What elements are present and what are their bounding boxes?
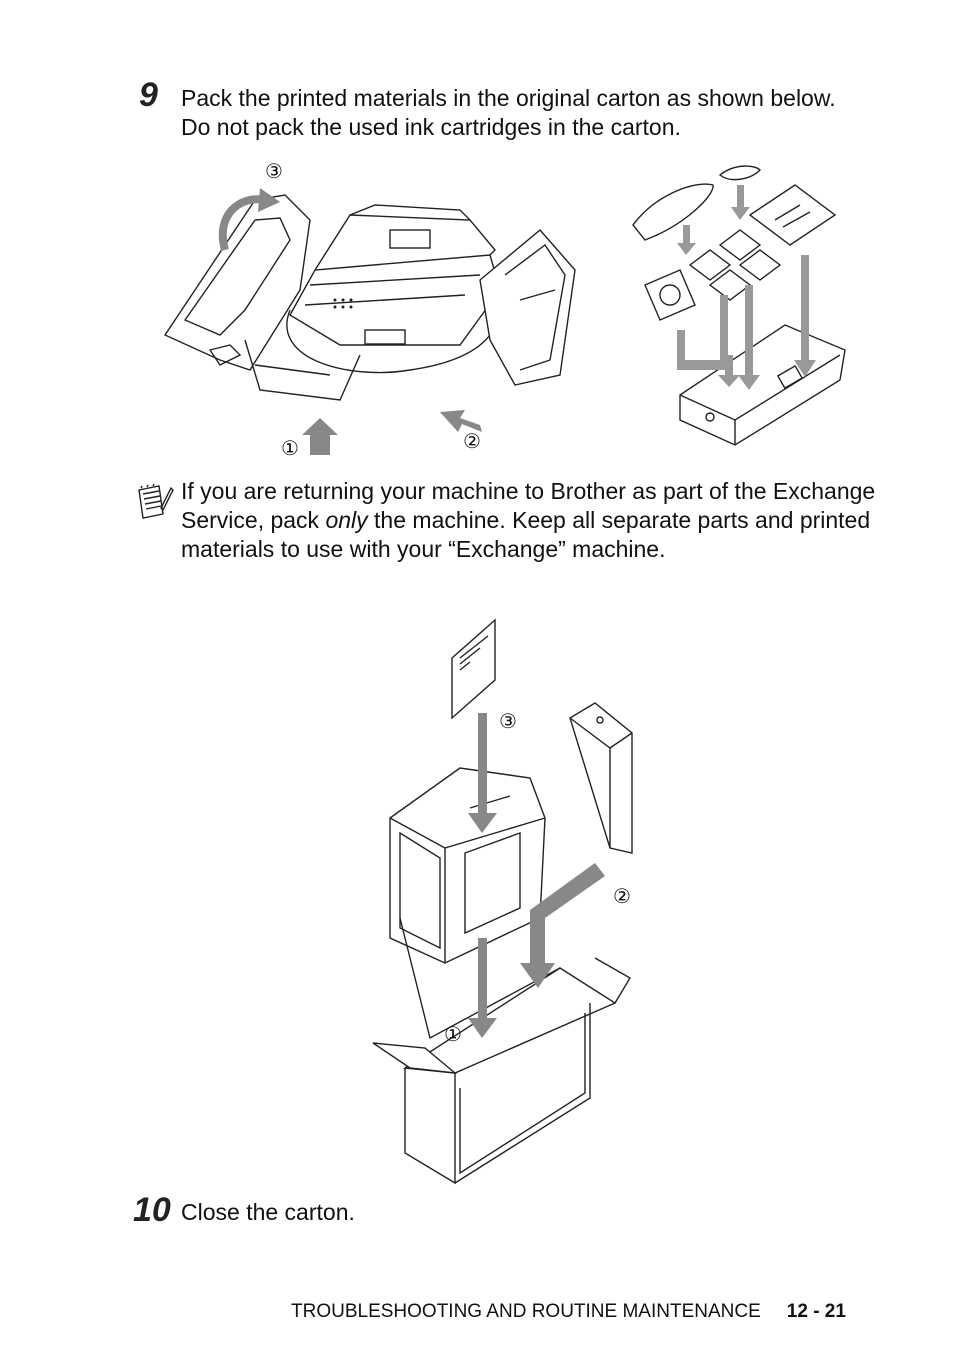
- note-text-emphasis: only: [325, 507, 368, 533]
- step-10-line-1: Close the carton.: [181, 1199, 355, 1225]
- footer-section-title: TROUBLESHOOTING AND ROUTINE MAINTENANCE: [291, 1301, 761, 1322]
- notepad-icon: [138, 483, 174, 519]
- fig2-marker-1: ①: [444, 1024, 462, 1046]
- printer-packing-illustration: [163, 188, 576, 455]
- note-text-before: If you are returning your machine to Bro…: [181, 478, 876, 533]
- step-9-number: 9: [139, 76, 158, 114]
- page-footer: TROUBLESHOOTING AND ROUTINE MAINTENANCE 1…: [291, 1300, 891, 1324]
- fig1-marker-2: ②: [463, 431, 481, 453]
- step-10-number: 10: [133, 1191, 171, 1229]
- accessories-box-illustration: [632, 165, 846, 446]
- step-9-line-2: Do not pack the used ink cartridges in t…: [181, 114, 681, 140]
- fig1-marker-3: ③: [265, 161, 283, 183]
- fig1-marker-1: ①: [281, 438, 299, 460]
- note-text-after: the machine. Keep all separate parts and…: [181, 507, 871, 562]
- footer-page-number: 12 - 21: [786, 1301, 846, 1322]
- step-9-line-1: Pack the printed materials in the origin…: [181, 85, 836, 111]
- fig2-marker-3: ③: [499, 711, 517, 733]
- fig2-marker-2: ②: [613, 886, 631, 908]
- note-text: If you are returning your machine to Bro…: [181, 477, 881, 564]
- machine-carton-illustration: [372, 618, 633, 1185]
